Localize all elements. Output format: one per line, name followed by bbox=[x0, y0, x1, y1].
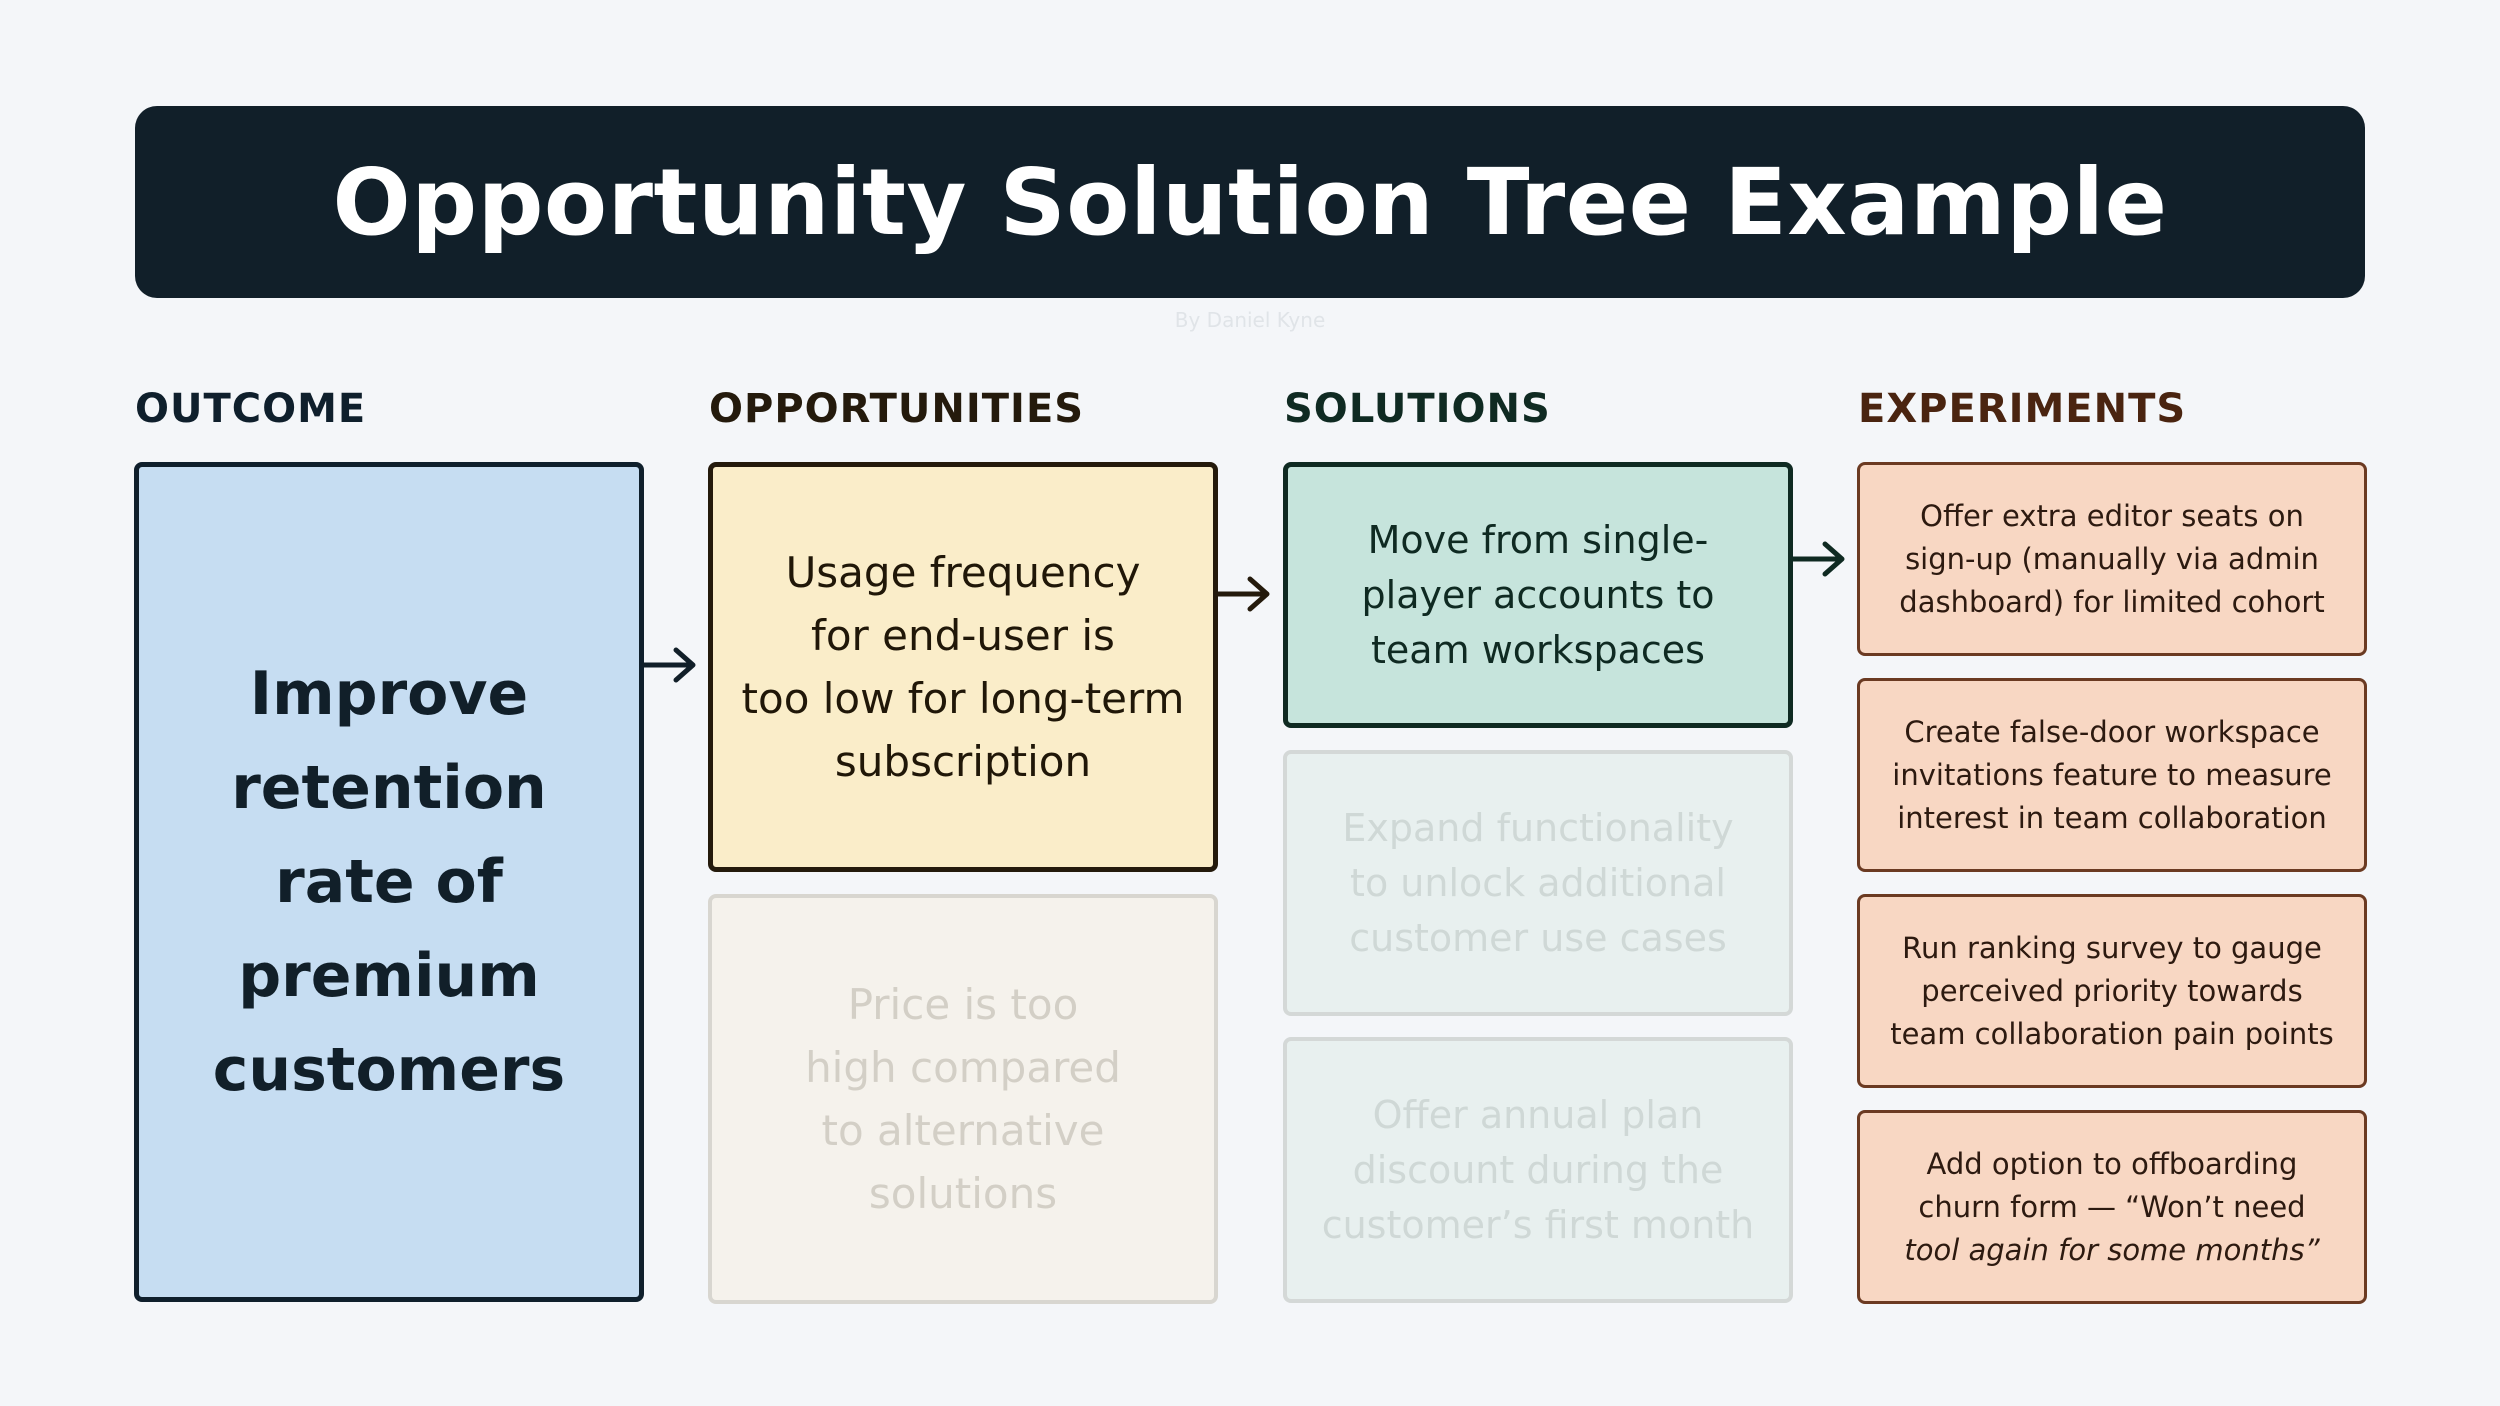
solution-line: Move from single- bbox=[1367, 517, 1709, 562]
solution-node-faded: Offer annual plan discount during the cu… bbox=[1283, 1037, 1793, 1303]
arrow-right-icon bbox=[1215, 576, 1270, 612]
opportunity-node-faded: Price is too high compared to alternativ… bbox=[708, 894, 1218, 1304]
outcome-line: customers bbox=[212, 1035, 566, 1105]
experiment-node: Offer extra editor seats on sign-up (man… bbox=[1857, 462, 2367, 656]
outcome-line: rate of bbox=[275, 847, 503, 917]
experiment-line: invitations feature to measure bbox=[1892, 757, 2332, 792]
solution-node-faded: Expand functionality to unlock additiona… bbox=[1283, 750, 1793, 1016]
experiment-line: sign-up (manually via admin bbox=[1905, 541, 2319, 576]
column-heading-outcome: OUTCOME bbox=[135, 386, 367, 432]
experiment-line: churn form — “Won’t need bbox=[1918, 1189, 2306, 1224]
column-heading-opportunities: OPPORTUNITIES bbox=[709, 386, 1085, 432]
experiment-line: Run ranking survey to gauge bbox=[1902, 930, 2322, 965]
solution-node-active: Move from single- player accounts to tea… bbox=[1283, 462, 1793, 728]
experiment-line: perceived priority towards bbox=[1921, 973, 2303, 1008]
solution-line: Offer annual plan bbox=[1372, 1092, 1704, 1137]
opportunity-line: for end-user is bbox=[811, 611, 1115, 660]
outcome-line: retention bbox=[231, 753, 547, 823]
column-heading-experiments: EXPERIMENTS bbox=[1858, 386, 2187, 432]
arrow-right-icon bbox=[641, 647, 696, 683]
column-heading-solutions: SOLUTIONS bbox=[1284, 386, 1551, 432]
opportunity-line: Price is too bbox=[847, 980, 1079, 1029]
solution-line: customer’s first month bbox=[1321, 1202, 1755, 1247]
opportunity-line: subscription bbox=[834, 737, 1092, 786]
experiment-node: Create false-door workspace invitations … bbox=[1857, 678, 2367, 872]
solution-line: Expand functionality bbox=[1342, 805, 1734, 850]
experiment-node: Add option to offboarding churn form — “… bbox=[1857, 1110, 2367, 1304]
experiment-line: interest in team collaboration bbox=[1897, 800, 2327, 835]
solution-line: to unlock additional bbox=[1350, 860, 1726, 905]
opportunity-line: solutions bbox=[868, 1169, 1058, 1218]
opportunity-line: Usage frequency bbox=[785, 548, 1141, 597]
opportunity-line: high compared bbox=[805, 1043, 1121, 1092]
arrow-right-icon bbox=[1790, 541, 1845, 577]
experiment-line: tool again for some months” bbox=[1904, 1232, 2320, 1267]
page-title: Opportunity Solution Tree Example bbox=[332, 148, 2168, 256]
outcome-line: premium bbox=[238, 941, 540, 1011]
solution-line: discount during the bbox=[1352, 1147, 1724, 1192]
experiment-line: Add option to offboarding bbox=[1926, 1146, 2298, 1181]
solution-line: team workspaces bbox=[1371, 627, 1705, 672]
experiment-line: dashboard) for limited cohort bbox=[1899, 584, 2325, 619]
opportunity-node-active: Usage frequency for end-user is too low … bbox=[708, 462, 1218, 872]
title-banner: Opportunity Solution Tree Example bbox=[135, 106, 2365, 298]
solution-line: customer use cases bbox=[1349, 915, 1727, 960]
outcome-line: Improve bbox=[249, 659, 529, 729]
opportunity-line: to alternative bbox=[821, 1106, 1105, 1155]
outcome-node: Improve retention rate of premium custom… bbox=[134, 462, 644, 1302]
opportunity-line: too low for long-term bbox=[741, 674, 1185, 723]
experiment-line: Offer extra editor seats on bbox=[1920, 498, 2304, 533]
solution-line: player accounts to bbox=[1361, 572, 1715, 617]
byline: By Daniel Kyne bbox=[1174, 308, 1326, 332]
experiment-node: Run ranking survey to gauge perceived pr… bbox=[1857, 894, 2367, 1088]
experiment-line: team collaboration pain points bbox=[1890, 1016, 2334, 1051]
experiment-line: Create false-door workspace bbox=[1904, 714, 2320, 749]
